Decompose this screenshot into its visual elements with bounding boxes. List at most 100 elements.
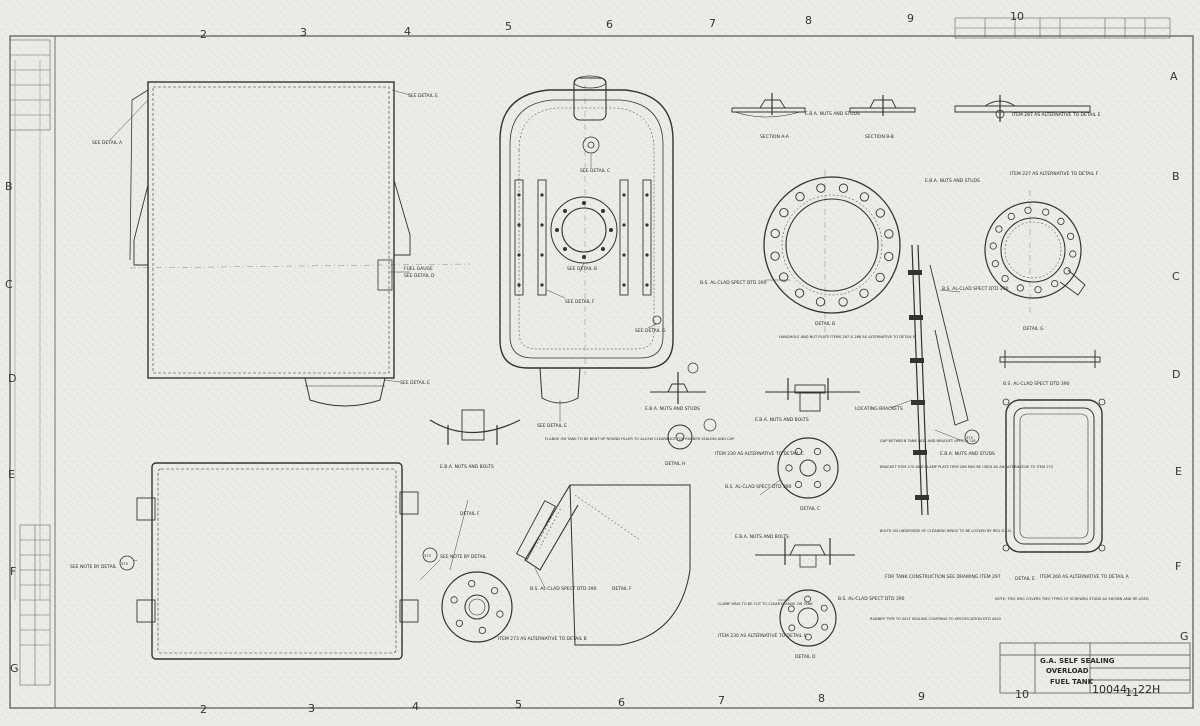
grid-col-5b: 5 (515, 698, 522, 711)
hatched-rubber-seal (535, 506, 562, 549)
label-item-alt-mid: ITEM 230 AS ALTERNATIVE TO DETAIL C (715, 451, 804, 457)
label-eba-nuts-bolts-left: E.B.A. NUTS AND BOLTS (440, 464, 494, 470)
label-see-note-detail-mid: SEE NOTE BY DETAIL (440, 554, 487, 560)
bolt-hole (813, 447, 822, 456)
bolt-hole (787, 605, 795, 613)
vertical-strap (911, 244, 969, 516)
tank-end-view (499, 75, 674, 404)
bolt-hole (788, 624, 796, 632)
label-general-note: NOTE: THIS DRG COVERS TWO TYPES OF SCREW… (995, 597, 1149, 601)
bolt-hole (805, 633, 812, 641)
label-item-alt-low: ITEM 260 AS ALTERNATIVE TO DETAIL A (1040, 574, 1130, 580)
label-al-clad-5: B.S. AL-CLAD SPECT DTD 390 (838, 596, 905, 602)
detail-d-flange (779, 589, 837, 647)
title-block (999, 642, 1191, 694)
label-see-detail-e-side: SEE DETAIL E (408, 93, 438, 99)
bolt-hole (884, 229, 894, 239)
bolt-hole (991, 260, 1000, 268)
drawing-number: 10044 (1092, 683, 1127, 696)
title-line-2: OVERLOAD (1046, 667, 1089, 675)
bolt-hole (455, 619, 463, 627)
bolt-hole (779, 272, 789, 282)
label-eba-nuts-studs-top: E.B.A. NUTS AND STUDS (805, 111, 860, 117)
bolt-hole (794, 480, 803, 489)
detail-a-bolt-holes (450, 579, 504, 635)
grid-row-b-right: B (1172, 170, 1180, 183)
label-locating-brackets: LOCATING BRACKETS (855, 406, 903, 412)
bolt-hole (859, 288, 869, 298)
tank-side-view (129, 81, 411, 407)
bolt-hole (1069, 250, 1077, 258)
tank-plan-view (136, 462, 419, 660)
detail-flange-bar (999, 350, 1101, 368)
grid-row-b: B (5, 180, 13, 193)
grid-col-6b: 6 (618, 696, 625, 709)
bolt-hole (1016, 284, 1024, 292)
bolt-hole (813, 480, 822, 489)
bolt-hole (815, 297, 826, 307)
grid-col-5: 5 (505, 20, 512, 33)
sheet-label: SH (1128, 689, 1133, 693)
grid-col-11b: 11 (1125, 686, 1139, 699)
label-detail-c: DETAIL C (800, 506, 820, 512)
grid-column-labels: 2 3 4 5 6 7 8 9 10 2 3 4 5 6 7 8 9 10 11 (200, 10, 1139, 716)
label-detail-g: DETAIL G (1023, 326, 1044, 332)
grid-row-g: G (10, 662, 19, 675)
label-detail-e: DETAIL E (1015, 576, 1035, 582)
grid-row-c: C (5, 278, 13, 291)
grid-col-2b: 2 (200, 703, 207, 716)
bolt-hole (1034, 286, 1042, 294)
sheet-number: 22H (1138, 683, 1160, 696)
label-eba-nuts-studs-strap: E.B.A. NUTS AND STUDS (940, 451, 995, 457)
label-al-clad-2: B.S. AL-CLAD SPECT DTD 390 (942, 286, 1009, 292)
label-see-detail-f: SEE DETAIL F (565, 299, 595, 305)
detail-h (667, 418, 717, 450)
label-tank-construction: FOR TANK CONSTRUCTION SEE DRAWING ITEM 2… (885, 574, 1001, 580)
grid-row-g-right: G (1180, 630, 1189, 643)
grid-col-10: 10 (1010, 10, 1024, 23)
bolt-hole (838, 297, 848, 307)
detail-eba-nuts-bolts-left (429, 409, 521, 445)
revision-table (954, 17, 1171, 39)
label-bolts-note: BOLTS ON UNDERSIDE OF CLEARING RINGS TO … (880, 529, 1012, 533)
grid-col-9: 9 (907, 12, 914, 25)
label-rubber-note: RUBBER TYPE TO SELF SEALING COVERING TO … (870, 617, 1002, 621)
detail-g-bolt-holes (989, 206, 1077, 294)
grid-row-f: F (10, 565, 16, 578)
grid-row-e-right: E (1175, 465, 1182, 478)
section-aa (731, 93, 806, 118)
bolt-hole (875, 208, 885, 218)
grid-col-4: 4 (404, 25, 411, 38)
title-line-3: FUEL TANK (1050, 678, 1094, 686)
grid-col-3: 3 (300, 26, 307, 39)
bolt-hole (795, 192, 805, 202)
bolt-hole (1042, 208, 1050, 216)
label-al-clad-filler: B.S. AL-CLAD SPECT DTD 390 (530, 586, 597, 592)
label-al-clad-4: B.S. AL-CLAD SPECT DTD 390 (725, 484, 792, 490)
bolt-hole (794, 288, 805, 298)
strap-bolts (908, 270, 929, 500)
label-item-alt-right: ITEM 227 AS ALTERNATIVE TO DETAIL F (1010, 171, 1099, 177)
detail-b-flange-ring (763, 176, 901, 314)
detail-d-bolt-holes (787, 595, 829, 641)
title-line-1: G.A. SELF SEALING (1040, 657, 1115, 665)
detail-eba-nuts-bolts-low (755, 538, 855, 568)
label-see-note-detail-left: SEE NOTE BY DETAIL (70, 564, 117, 570)
access-hole-bolts (517, 193, 649, 287)
dimension-375-left: 375 (121, 562, 128, 566)
bolt-hole (823, 464, 831, 472)
bolt-hole (859, 192, 870, 202)
label-detail-f-filler: DETAIL F (612, 586, 632, 592)
filler-neck-section (516, 484, 691, 646)
detail-c-flange (777, 437, 839, 499)
bolt-hole (1067, 232, 1075, 240)
grid-col-3b: 3 (308, 702, 315, 715)
grid-col-8: 8 (805, 14, 812, 27)
bolt-hole (1001, 274, 1009, 283)
bolt-hole (478, 626, 486, 635)
bolt-hole (1051, 279, 1059, 288)
detail-c-bolt-holes (785, 447, 831, 489)
bolt-hole (989, 242, 997, 250)
label-see-detail-a: SEE DETAIL A (92, 140, 123, 146)
